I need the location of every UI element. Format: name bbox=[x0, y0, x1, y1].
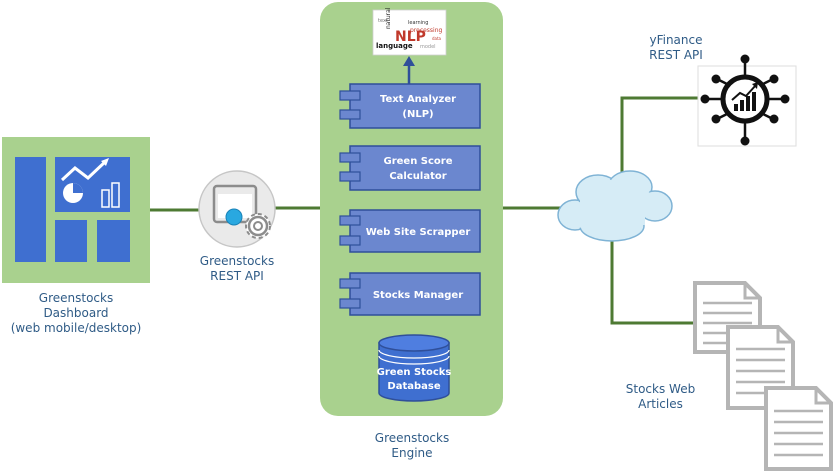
component-label-line: Stocks Manager bbox=[373, 290, 463, 301]
component-stocks-manager: Stocks Manager bbox=[339, 272, 481, 316]
label-line: Greenstocks bbox=[38, 291, 114, 305]
connector-cloud-articles bbox=[610, 238, 695, 325]
yfinance-label: yFinance REST API bbox=[626, 33, 726, 63]
label-line: REST API bbox=[210, 269, 264, 283]
yfinance-icon bbox=[697, 54, 797, 147]
svg-text:learning: learning bbox=[408, 20, 428, 26]
component-label-line: Web Site Scrapper bbox=[366, 227, 471, 238]
label-line: (web mobile/desktop) bbox=[10, 321, 142, 335]
rest-api-icon bbox=[198, 170, 276, 248]
articles-label: Stocks Web Articles bbox=[608, 382, 713, 412]
component-text-analyzer: Text Analyzer (NLP) bbox=[339, 83, 481, 129]
svg-text:natural: natural bbox=[385, 7, 392, 29]
svg-text:NLP: NLP bbox=[395, 29, 426, 45]
label-line: Engine bbox=[391, 446, 433, 460]
svg-text:model: model bbox=[420, 44, 436, 50]
component-web-site-scrapper: Web Site Scrapper bbox=[339, 209, 481, 253]
nlp-wordcloud-image: NLP language processing learning natural… bbox=[372, 7, 447, 56]
label-line: yFinance bbox=[649, 33, 703, 47]
dashboard-icon bbox=[2, 137, 150, 283]
articles-icon bbox=[693, 281, 833, 471]
cloud-icon bbox=[557, 170, 673, 242]
nlp-arrow-head bbox=[403, 56, 415, 66]
label-line: REST API bbox=[649, 48, 703, 62]
component-label-line: (NLP) bbox=[402, 109, 433, 120]
component-green-score-calculator: Green Score Calculator bbox=[339, 145, 481, 191]
label-line: Stocks Web bbox=[625, 382, 696, 396]
svg-text:text: text bbox=[378, 18, 388, 24]
engine-label: Greenstocks Engine bbox=[362, 431, 462, 461]
connector-cloud-yfinance bbox=[620, 96, 700, 175]
label-line: Greenstocks bbox=[199, 254, 275, 268]
component-label-line: Calculator bbox=[389, 171, 446, 182]
label-line: Greenstocks bbox=[374, 431, 450, 445]
database-icon: Green Stocks Database bbox=[377, 334, 452, 402]
label-line: Dashboard bbox=[43, 306, 109, 320]
connectors bbox=[150, 96, 700, 325]
svg-text:processing: processing bbox=[410, 27, 443, 34]
rest-api-label: Greenstocks REST API bbox=[187, 254, 287, 284]
svg-text:language: language bbox=[376, 42, 413, 50]
svg-text:data: data bbox=[432, 36, 442, 41]
dashboard-label: Greenstocks Dashboard (web mobile/deskto… bbox=[0, 291, 152, 336]
label-line: Articles bbox=[638, 397, 683, 411]
component-label-line: Green Score bbox=[383, 156, 452, 167]
document-icon bbox=[764, 386, 833, 471]
component-label-line: Text Analyzer bbox=[380, 94, 456, 105]
database-label-line: Database bbox=[387, 381, 440, 392]
database-label-line: Green Stocks bbox=[377, 367, 452, 378]
